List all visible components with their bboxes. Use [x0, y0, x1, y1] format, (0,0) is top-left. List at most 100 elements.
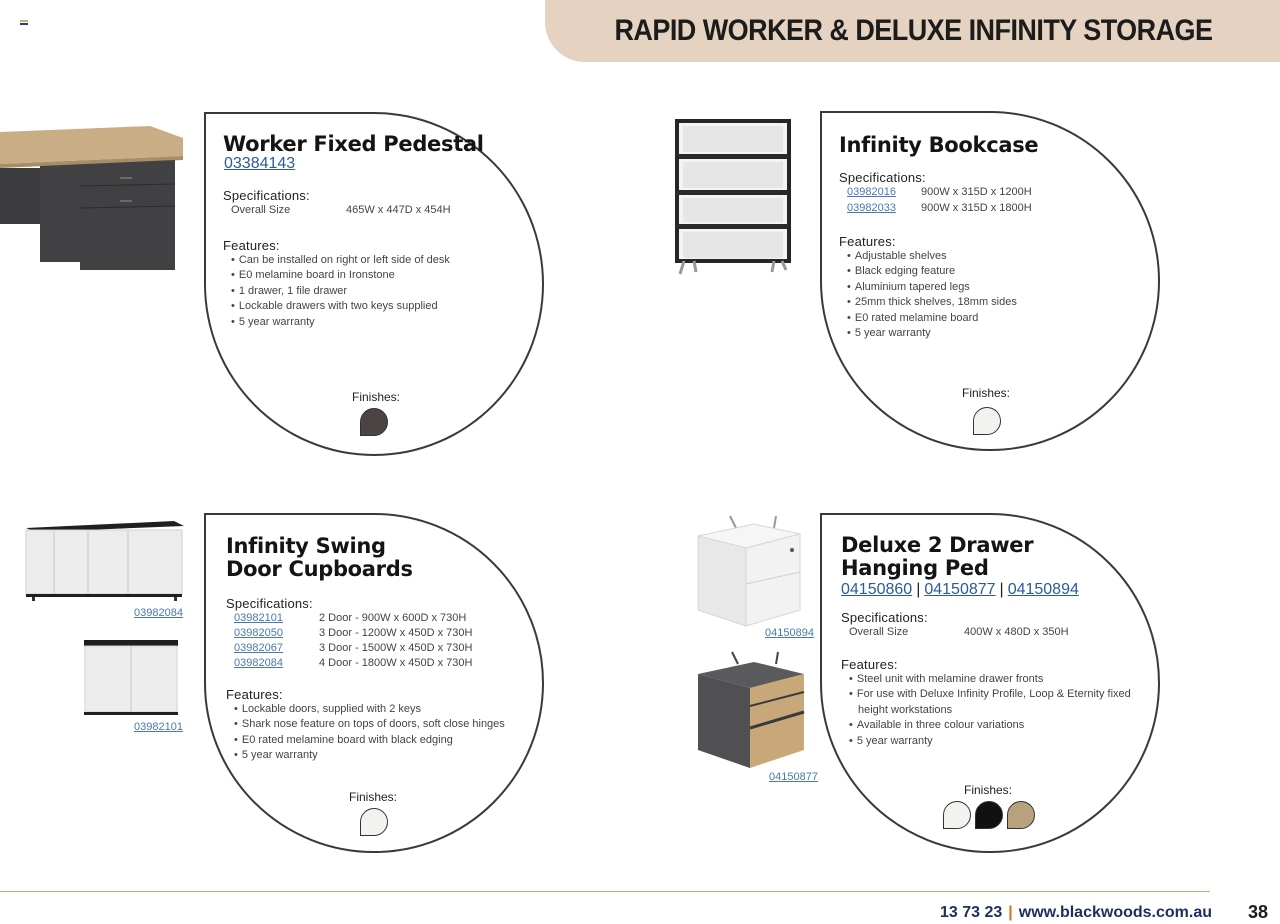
feature-item: E0 melamine board in Ironstone [231, 268, 450, 283]
product-circle-frame [820, 513, 1160, 853]
spec-row: 03982050 3 Door - 1200W x 450D x 730H [234, 627, 472, 639]
spec-code-link[interactable]: 03982016 [847, 186, 896, 198]
spec-code-link[interactable]: 03982033 [847, 202, 896, 214]
feature-item: 5 year warranty [847, 326, 1017, 341]
feature-item: E0 rated melamine board [847, 311, 1017, 326]
spec-value: 900W x 315D x 1200H [921, 186, 1032, 198]
product-code-link[interactable]: 03384143 [224, 155, 296, 172]
feature-item: 5 year warranty [231, 315, 450, 330]
product-circle-frame [204, 112, 544, 456]
specifications-heading: Specifications: [841, 610, 928, 625]
header-banner: RAPID WORKER & DELUXE INFINITY STORAGE [545, 0, 1280, 62]
features-heading: Features: [226, 687, 283, 702]
feature-item: Black edging feature [847, 264, 1017, 279]
features-heading: Features: [841, 657, 898, 672]
hanging-ped-oak-image [698, 651, 805, 768]
features-heading: Features: [223, 238, 280, 253]
feature-item: 5 year warranty [234, 748, 505, 763]
feature-item: Steel unit with melamine drawer fronts [849, 672, 1131, 687]
finish-swatch [943, 801, 971, 829]
product-code-link[interactable]: 04150894 [1007, 581, 1079, 598]
finishes-label: Finishes: [962, 386, 1011, 400]
finishes-label: Finishes: [964, 783, 1013, 797]
feature-item: Can be installed on right or left side o… [231, 253, 450, 268]
feature-item: Lockable drawers with two keys supplied [231, 299, 450, 314]
finish-swatch [975, 801, 1003, 829]
product-title: Infinity Bookcase [839, 133, 1039, 157]
footer-phone[interactable]: 13 73 23 [940, 904, 1003, 921]
spec-code-link[interactable]: 03982101 [234, 612, 283, 624]
spec-value: 4 Door - 1800W x 450D x 730H [319, 657, 473, 669]
spec-row: 03982084 4 Door - 1800W x 450D x 730H [234, 657, 472, 669]
feature-item: E0 rated melamine board with black edgin… [234, 733, 505, 748]
feature-item: Aluminium tapered legs [847, 280, 1017, 295]
feature-item: Lockable doors, supplied with 2 keys [234, 702, 505, 717]
spec-value: 3 Door - 1200W x 450D x 730H [319, 627, 473, 639]
feature-item: Shark nose feature on tops of doors, sof… [234, 717, 505, 732]
feature-item: Adjustable shelves [847, 249, 1017, 264]
spec-label: Overall Size [231, 204, 291, 216]
hanging-ped-white-image [697, 515, 801, 627]
features-heading: Features: [839, 234, 896, 249]
code-separator: | [999, 581, 1004, 598]
spec-code-link[interactable]: 03982084 [234, 657, 283, 669]
product-code-list: 04150860|04150877|04150894 [841, 581, 1079, 599]
worker-pedestal-image [0, 126, 183, 270]
spec-value: 900W x 315D x 1800H [921, 202, 1032, 214]
finishes-label: Finishes: [352, 390, 401, 404]
finishes-label: Finishes: [349, 790, 398, 804]
product-code-link[interactable]: 04150877 [924, 581, 996, 598]
feature-item: 1 drawer, 1 file drawer [231, 284, 450, 299]
feature-item: 5 year warranty [849, 734, 1131, 749]
finish-swatch [360, 808, 388, 836]
product-code-list: 03384143 [224, 155, 295, 173]
spec-row: 03982101 2 Door - 900W x 600D x 730H [234, 612, 466, 624]
spec-code-link[interactable]: 03982067 [234, 642, 283, 654]
image-code-link[interactable]: 04150877 [769, 771, 818, 783]
spec-value: 3 Door - 1500W x 450D x 730H [319, 642, 473, 654]
product-circle-frame [820, 111, 1160, 451]
feature-item: 25mm thick shelves, 18mm sides [847, 295, 1017, 310]
cupboard-4door-image [25, 521, 184, 601]
footer-divider [0, 891, 1210, 892]
spec-label: Overall Size [849, 626, 909, 638]
spec-row: Overall Size 465W x 447D x 454H [231, 204, 451, 216]
page-title: RAPID WORKER & DELUXE INFINITY STORAGE [613, 14, 1213, 47]
code-separator: | [916, 581, 921, 598]
product-circle-frame [204, 513, 544, 853]
image-code-link[interactable]: 03982101 [134, 721, 183, 733]
footer-website-link[interactable]: www.blackwoods.com.au [1018, 904, 1212, 921]
page-number: 38 [1247, 902, 1268, 922]
cupboard-2door-image [84, 640, 178, 715]
footer-contact: 13 73 23 | www.blackwoods.com.au [940, 904, 1212, 922]
spec-value: 465W x 447D x 454H [346, 204, 451, 216]
spec-row: 03982033 900W x 315D x 1800H [847, 202, 1032, 214]
footer-separator: | [1008, 904, 1013, 921]
features-list: Adjustable shelves Black edging feature … [847, 249, 1017, 341]
specifications-heading: Specifications: [223, 188, 310, 203]
specifications-heading: Specifications: [226, 596, 313, 611]
feature-item: For use with Deluxe Infinity Profile, Lo… [849, 687, 1131, 718]
spec-row: 03982067 3 Door - 1500W x 450D x 730H [234, 642, 472, 654]
specifications-heading: Specifications: [839, 170, 926, 185]
spec-value: 400W x 480D x 350H [964, 626, 1069, 638]
spec-row: Overall Size 400W x 480D x 350H [849, 626, 1069, 638]
spec-value: 2 Door - 900W x 600D x 730H [319, 612, 467, 624]
image-code-link[interactable]: 03982084 [134, 607, 183, 619]
product-title: Worker Fixed Pedestal [223, 132, 484, 156]
features-list: Lockable doors, supplied with 2 keys Sha… [234, 702, 505, 764]
spec-row: 03982016 900W x 315D x 1200H [847, 186, 1032, 198]
image-code-link[interactable]: 04150894 [765, 627, 814, 639]
finish-swatch [1007, 801, 1035, 829]
spec-code-link[interactable]: 03982050 [234, 627, 283, 639]
corner-mark [20, 20, 28, 27]
feature-item: Available in three colour variations [849, 718, 1131, 733]
features-list: Steel unit with melamine drawer fronts F… [849, 672, 1131, 749]
bookcase-image [675, 119, 791, 275]
features-list: Can be installed on right or left side o… [231, 253, 450, 330]
finish-swatch [973, 407, 1001, 435]
product-code-link[interactable]: 04150860 [841, 581, 913, 598]
finish-swatch [360, 408, 388, 436]
